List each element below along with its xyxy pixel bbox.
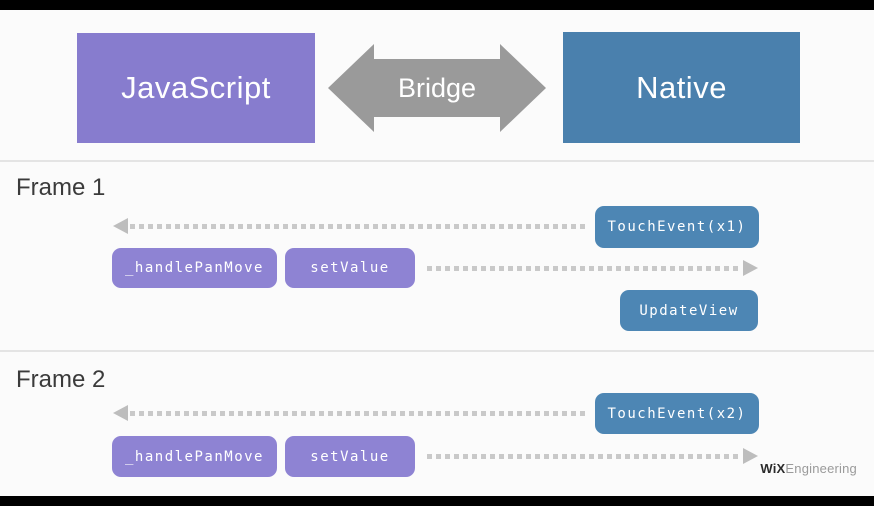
- frame1-handle-pan-move-label: _handlePanMove: [124, 260, 264, 276]
- frame2-divider: [0, 350, 874, 352]
- frame1-label: Frame 1: [16, 174, 106, 201]
- frame1-touch-event-box: TouchEvent(x1): [595, 206, 759, 248]
- frame1-left-dotted-arrow-icon: [113, 218, 585, 234]
- dotted-line: [427, 453, 741, 459]
- javascript-box-label: JavaScript: [121, 70, 271, 105]
- native-box-label: Native: [636, 69, 727, 105]
- bridge-label: Bridge: [397, 73, 477, 103]
- javascript-box: JavaScript: [77, 33, 315, 143]
- wix-engineering-logo: WiXEngineering: [760, 461, 857, 476]
- frame2-handle-pan-move-label: _handlePanMove: [124, 448, 264, 465]
- letterbox-bottom: [0, 496, 874, 506]
- left-arrowhead-icon: [113, 405, 128, 421]
- frame2-set-value-box: setValue: [285, 436, 415, 477]
- frame1-update-view-label: UpdateView: [639, 302, 739, 319]
- frame2-label: Frame 2: [16, 366, 106, 393]
- frame2-left-dotted-arrow-icon: [113, 405, 585, 421]
- frame2-touch-event-box: TouchEvent(x2): [595, 393, 759, 434]
- dotted-line: [130, 410, 585, 416]
- frame2-handle-pan-move-box: _handlePanMove: [112, 436, 277, 477]
- frame1-update-view-box: UpdateView: [620, 290, 758, 331]
- wix-logo-light-text: Engineering: [785, 461, 857, 476]
- left-arrowhead-icon: [113, 218, 128, 234]
- frame1-handle-pan-move-box: _handlePanMove: [112, 248, 277, 288]
- frame1-right-dotted-arrow-icon: [427, 260, 758, 276]
- frame1-set-value-box: setValue: [285, 248, 415, 288]
- frame2-touch-event-label: TouchEvent(x2): [607, 405, 747, 422]
- frame2-set-value-label: setValue: [310, 448, 390, 465]
- letterbox-top: [0, 0, 874, 10]
- frame1-divider: [0, 160, 874, 162]
- bridge-double-arrow-icon: [328, 44, 546, 132]
- frame1-set-value-label: setValue: [310, 260, 390, 276]
- right-arrowhead-icon: [743, 448, 758, 464]
- right-arrowhead-icon: [743, 260, 758, 276]
- dotted-line: [427, 265, 741, 271]
- wix-logo-bold-text: WiX: [760, 461, 786, 476]
- dotted-line: [130, 223, 585, 229]
- frame2-right-dotted-arrow-icon: [427, 448, 758, 464]
- frame1-touch-event-label: TouchEvent(x1): [607, 219, 747, 235]
- native-box: Native: [563, 32, 800, 143]
